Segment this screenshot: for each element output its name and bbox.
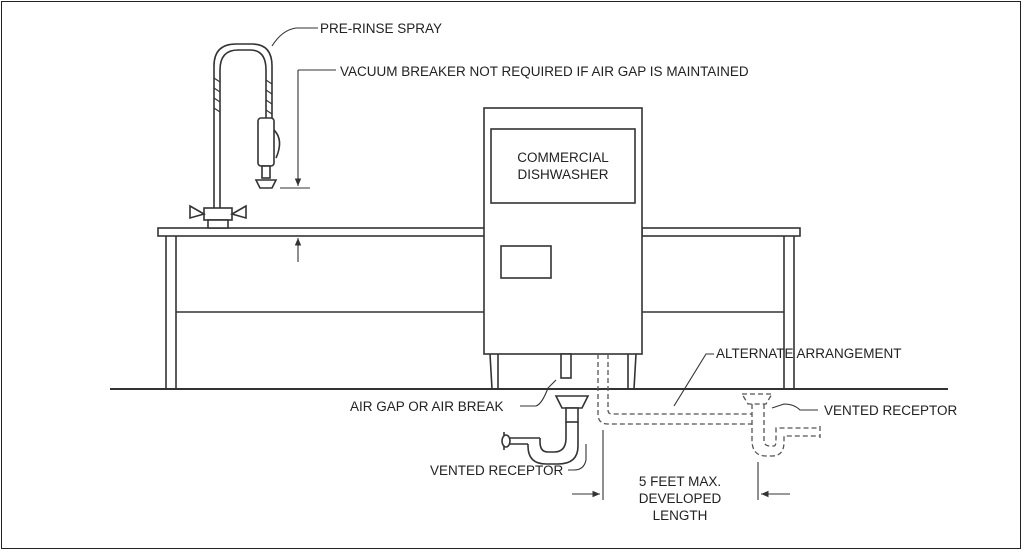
vacuum-breaker-label: VACUUM BREAKER NOT REQUIRED IF AIR GAP I… — [340, 64, 749, 79]
commercial-dishwasher — [483, 107, 643, 390]
developed-length-label-line1: 5 FEET MAX. — [639, 474, 721, 489]
dishwasher-label-line2: DISHWASHER — [517, 167, 608, 182]
vented-receptor-left — [501, 395, 590, 465]
developed-length-label-line3: LENGTH — [653, 508, 708, 523]
developed-length-dimension — [572, 430, 790, 500]
alternate-arrangement-label: ALTERNATE ARRANGEMENT — [716, 346, 902, 361]
air-gap-label: AIR GAP OR AIR BREAK — [350, 399, 504, 414]
vented-receptor-right-leader — [771, 403, 818, 411]
right-counter — [641, 227, 801, 389]
alternate-leader — [673, 353, 714, 407]
alternate-drain-dashed — [597, 354, 821, 457]
vented-receptor-right-label: VENTED RECEPTOR — [824, 403, 958, 418]
vented-receptor-left-leader — [568, 444, 587, 471]
air-gap-leader — [520, 379, 557, 407]
pre-rinse-spray-label: PRE-RINSE SPRAY — [320, 21, 442, 36]
vented-receptor-left-label: VENTED RECEPTOR — [430, 463, 564, 478]
sink-counter — [157, 227, 487, 389]
developed-length-label-line2: DEVELOPED — [639, 491, 722, 506]
air-gap-dimension — [280, 69, 336, 262]
dishwasher-label-line1: COMMERCIAL — [517, 150, 609, 165]
pre-rinse-leader — [271, 27, 318, 47]
pre-rinse-faucet — [189, 43, 281, 229]
